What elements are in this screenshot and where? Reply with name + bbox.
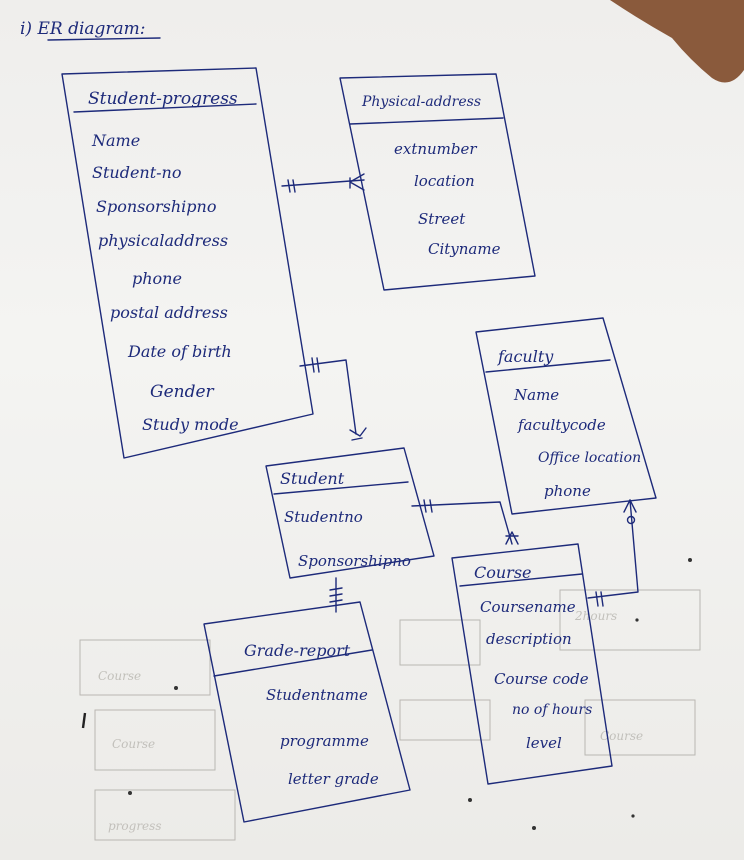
attribute-no-of-hours: no of hours	[512, 702, 592, 718]
svg-text:Course: Course	[98, 669, 141, 683]
entity-box-course	[451, 543, 613, 785]
relationship-studentprogress-physicaladdress	[281, 173, 365, 193]
cardinality-one-mark	[329, 599, 343, 603]
entity-divider-student-progress	[73, 103, 257, 113]
attribute-city-name: Cityname	[428, 240, 501, 258]
attribute-study-mode: Study mode	[142, 415, 239, 434]
relationship-line	[587, 499, 639, 599]
entity-divider-physical-address	[349, 117, 504, 125]
heading-underline	[47, 37, 161, 41]
relationship-studentprogress-student	[299, 357, 367, 441]
attribute-student-no: Student-no	[92, 163, 181, 182]
svg-text:2hours: 2hours	[574, 609, 617, 623]
cardinality-one-mark	[595, 591, 604, 607]
entity-title-student: Student	[280, 469, 345, 488]
attribute-course-name: Coursename	[480, 598, 576, 616]
fingertip-shadow	[610, 0, 744, 83]
attribute-office-location: Office location	[538, 450, 641, 466]
entity-title-course: Course	[474, 563, 532, 582]
relationship-line	[299, 359, 357, 435]
relationship-student-gradereport	[329, 577, 343, 613]
diagram-heading: i) ER diagram:	[20, 19, 146, 39]
entity-divider-grade-report	[213, 649, 373, 677]
attribute-letter-grade: letter grade	[288, 770, 379, 788]
relationship-student-course	[411, 499, 519, 545]
attribute-ext-number: extnumber	[394, 140, 477, 158]
cardinality-one-mark	[423, 499, 433, 513]
entity-grade-report: Grade-report Studentname programme lette…	[203, 601, 411, 823]
svg-text:Course: Course	[600, 729, 643, 743]
attribute-gender: Gender	[150, 382, 215, 402]
attribute-programme: programme	[280, 732, 369, 750]
cardinality-many-mark	[623, 499, 637, 513]
attribute-postal-address: postal address	[110, 303, 228, 322]
entity-course: Course Coursename description Course cod…	[451, 543, 613, 785]
page-show-through: Course Course progress 2hours Course	[79, 558, 701, 841]
attribute-faculty-name: Name	[513, 386, 559, 404]
entity-title-faculty: faculty	[497, 347, 554, 366]
attribute-faculty-phone: phone	[544, 482, 591, 500]
entity-box-faculty	[475, 317, 657, 515]
cardinality-many-mark	[505, 531, 519, 545]
svg-text:progress: progress	[108, 819, 161, 833]
attribute-sponsorship-no-2: Sponsorshipno	[298, 552, 411, 570]
cardinality-one-mark	[329, 587, 343, 597]
entity-divider-student	[273, 481, 409, 495]
entity-divider-course	[459, 573, 583, 587]
entity-title-physical-address: Physical-address	[361, 94, 481, 110]
entity-box-grade-report	[203, 601, 411, 823]
cardinality-one-mark	[311, 357, 320, 373]
attribute-physical-address: physicaladdress	[98, 231, 228, 250]
entity-box-student-progress	[61, 67, 314, 459]
relationship-line	[411, 501, 513, 545]
attribute-faculty-code: facultycode	[517, 416, 606, 434]
attribute-street: Street	[418, 210, 466, 228]
entity-physical-address: Physical-address extnumber location Stre…	[339, 73, 536, 291]
entity-student: Student Studentno Sponsorshipno	[265, 447, 435, 579]
attribute-student-no-2: Studentno	[284, 508, 363, 526]
entity-box-student	[265, 447, 435, 579]
cardinality-optional-mark	[626, 515, 636, 525]
attribute-course-code: Course code	[494, 670, 589, 688]
entity-student-progress: Student-progress Name Student-no Sponsor…	[61, 67, 314, 459]
entity-title-student-progress: Student-progress	[88, 89, 238, 109]
cardinality-many-mark	[349, 173, 365, 191]
attribute-phone: phone	[132, 269, 182, 288]
entity-divider-faculty	[485, 359, 611, 373]
entity-faculty: faculty Name facultycode Office location…	[475, 317, 657, 515]
attribute-level: level	[526, 734, 562, 752]
attribute-location: location	[414, 172, 475, 190]
attribute-date-of-birth: Date of birth	[127, 342, 232, 361]
attribute-student-name: Studentname	[266, 686, 368, 704]
attribute-name: Name	[91, 131, 140, 150]
entity-title-grade-report: Grade-report	[244, 641, 351, 660]
attribute-sponsorship-no: Sponsorshipno	[96, 197, 216, 216]
relationship-faculty-course	[587, 499, 639, 607]
entity-box-physical-address	[339, 73, 536, 291]
cardinality-one-mark	[287, 179, 296, 193]
cardinality-one-mark	[349, 427, 367, 441]
svg-text:Course: Course	[112, 737, 155, 751]
attribute-description: description	[486, 630, 572, 648]
